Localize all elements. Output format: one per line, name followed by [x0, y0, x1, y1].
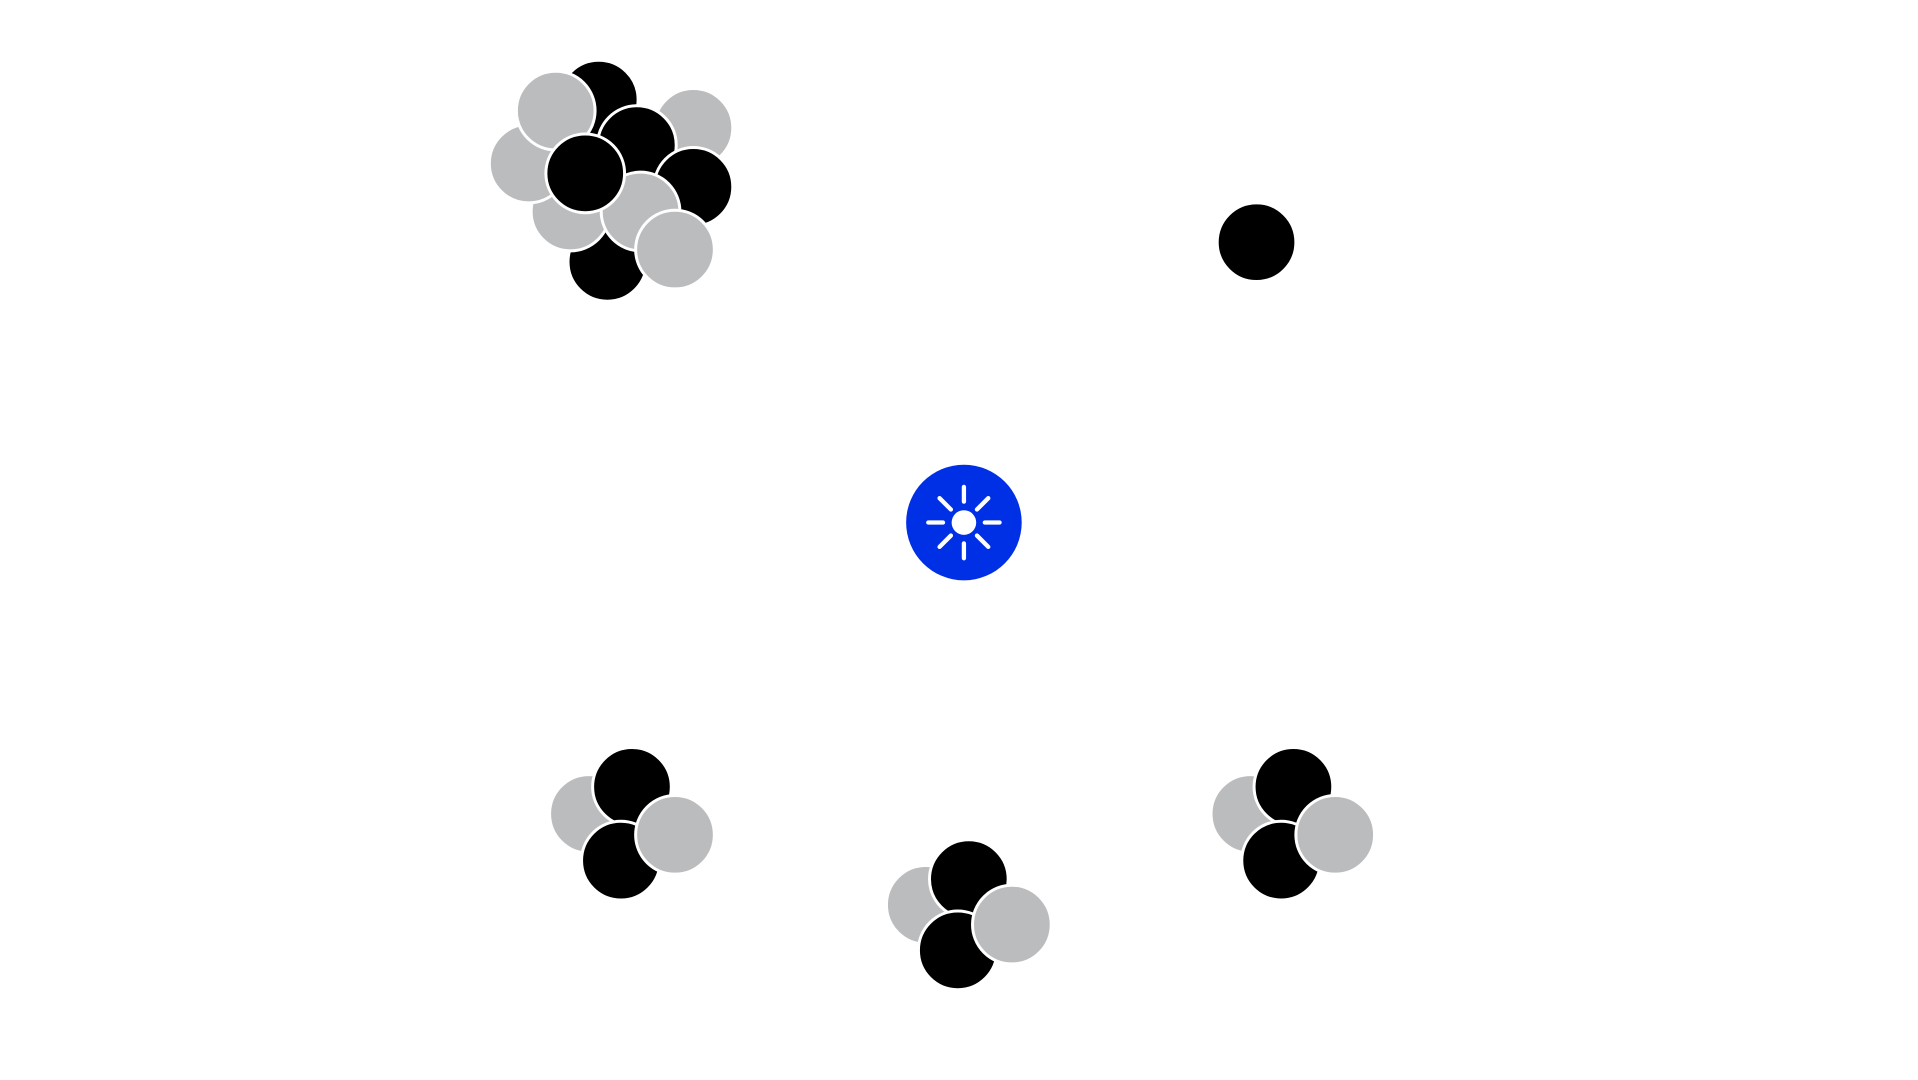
marker-layer — [487, 58, 1377, 992]
dark-marker[interactable] — [544, 132, 627, 215]
spinner-center-dot — [951, 510, 977, 535]
dark-marker[interactable] — [1215, 201, 1298, 284]
light-marker[interactable] — [634, 208, 716, 291]
spinner-spoke — [937, 533, 954, 550]
light-marker[interactable] — [1294, 793, 1377, 876]
light-marker[interactable] — [971, 883, 1053, 966]
spinner-spoke — [974, 496, 991, 512]
center-button[interactable] — [906, 464, 1022, 581]
spinner-spoke — [974, 533, 991, 550]
sunburst-spinner-icon — [926, 484, 1002, 561]
spinner-spoke — [937, 496, 954, 512]
light-marker[interactable] — [634, 793, 716, 876]
